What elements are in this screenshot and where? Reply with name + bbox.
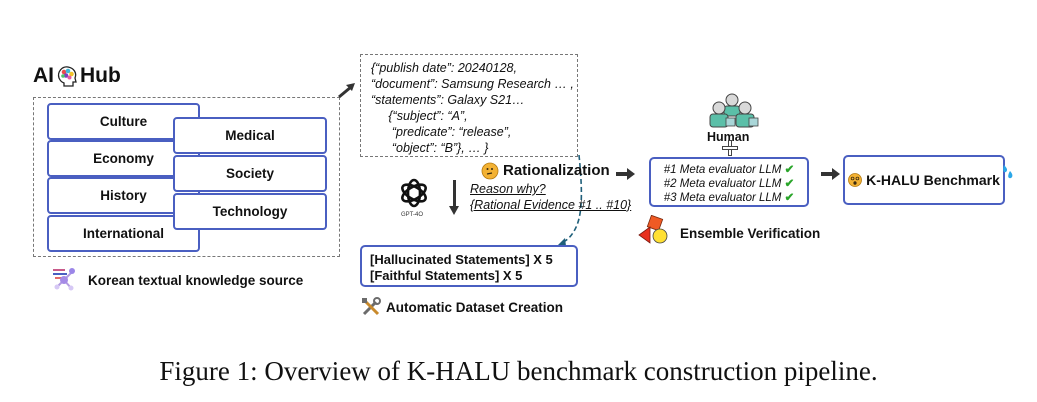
dataset-creation-label: Automatic Dataset Creation: [386, 300, 564, 315]
network-icon: [53, 268, 75, 291]
check-icon: ✔: [784, 192, 795, 204]
aihub-logo-left: AI: [33, 64, 54, 87]
thinking-face-icon: [481, 162, 499, 180]
tools-icon: [362, 297, 381, 316]
knowledge-source-label: Korean textual knowledge source: [88, 273, 304, 288]
aihub-logo: AI Hub: [33, 64, 121, 88]
meta-evaluator-3: #3 Meta evaluator LLM ✔: [663, 192, 795, 204]
json-line: “statements”: Galaxy S21…: [371, 93, 525, 107]
openai-logo-icon: [401, 178, 427, 208]
sweat-drops-icon: [1003, 165, 1013, 179]
json-line: “object”: “B”}, … }: [371, 141, 489, 155]
source-to-json-arrow: [338, 83, 355, 99]
json-line: “document”: Samsung Research … ,: [371, 77, 574, 91]
shapes-icon: [638, 215, 668, 244]
meta-evaluator-box: #1 Meta evaluator LLM ✔ #2 Meta evaluato…: [649, 157, 809, 207]
reason-prompt-line1: Reason why?: [470, 182, 546, 196]
json-example-box: {“publish date”: 20240128, “document”: S…: [360, 54, 578, 157]
rationalization-to-verification-arrow: [616, 168, 635, 180]
aihub-logo-right: Hub: [80, 64, 121, 87]
down-arrow: [453, 180, 456, 208]
plus-sign: [722, 140, 738, 156]
check-icon: ✔: [784, 164, 795, 176]
anxious-face-icon: [848, 173, 862, 187]
json-line: {“publish date”: 20240128,: [371, 61, 517, 75]
faithful-statements: [Faithful Statements] X 5: [370, 268, 523, 283]
knowledge-source-container: [33, 97, 340, 257]
meta-evaluator-1: #1 Meta evaluator LLM ✔: [663, 164, 795, 176]
reason-prompt-line2: {Rational Evidence #1 .. #10}: [470, 198, 632, 212]
topic-medical: Medical: [173, 117, 327, 154]
generated-statements-box: [Hallucinated Statements] X 5 [Faithful …: [360, 245, 578, 287]
down-arrow-head: [449, 206, 459, 215]
brain-head-icon: [57, 66, 77, 87]
rationalization-label: Rationalization: [503, 162, 610, 179]
hallucinated-statements: [Hallucinated Statements] X 5: [370, 252, 553, 267]
k-halu-benchmark-label: K-HALU Benchmark: [866, 172, 1000, 188]
json-line: “predicate”: “release”,: [371, 125, 512, 139]
json-line: {“subject”: “A”,: [371, 109, 468, 123]
meta-evaluator-2: #2 Meta evaluator LLM ✔: [663, 178, 795, 190]
check-icon: ✔: [784, 178, 795, 190]
ensemble-verification-label: Ensemble Verification: [680, 226, 821, 241]
k-halu-benchmark-box: K-HALU Benchmark: [843, 155, 1005, 205]
verification-to-benchmark-arrow: [821, 168, 840, 180]
human-label: Human: [707, 130, 750, 144]
human-reviewers-icon: [709, 93, 759, 128]
dashed-flow-arrow: [557, 155, 583, 246]
topic-society: Society: [173, 155, 327, 192]
gpt-model-label: GPT-4O: [401, 212, 424, 218]
topic-technology: Technology: [173, 193, 327, 230]
figure-caption: Figure 1: Overview of K-HALU benchmark c…: [159, 356, 878, 386]
